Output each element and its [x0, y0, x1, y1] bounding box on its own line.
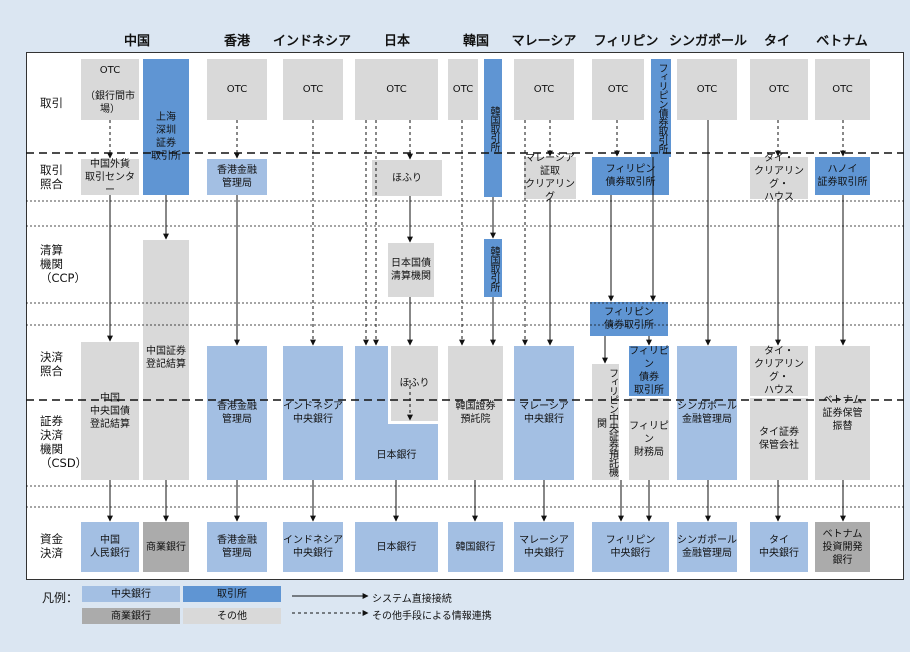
ph-exchange-tall-box: フィリピン債券取引所 — [651, 59, 671, 157]
th-tsd-box: タイ証券 保管会社 — [750, 398, 808, 480]
th-settlement-matching-box: タイ・ クリアリング・ ハウス — [750, 346, 808, 396]
jp-otc-box: OTC — [355, 59, 438, 120]
ph-pdtc-box: フィリピン中央証券預託機関 — [592, 364, 619, 480]
th-matching-box: タイ・ クリアリング・ ハウス — [750, 153, 808, 203]
cn-csdc-box: 中国証券 登記結算 — [143, 240, 189, 480]
my-clearing-box: マレーシア 証取 クリアリング — [524, 153, 576, 203]
cn-exchange-box: 上海 深圳 証券 取引所 — [143, 59, 189, 195]
th-otc-box: OTC — [750, 59, 808, 120]
cn-otc-box: OTC （銀行間市場） — [81, 59, 139, 120]
row-label-csd: 証券 決済 機関 （CSD） — [40, 414, 88, 470]
vn-vsd-box: ベトナム 証券保管 振替 — [815, 346, 870, 480]
ph-treasury-box: フィリピン 財務局 — [629, 398, 669, 480]
direct-arrows — [107, 120, 846, 522]
header-hongkong: 香港 — [223, 34, 250, 49]
header-malaysia: マレーシア — [511, 34, 577, 49]
header-thailand: タイ — [763, 34, 790, 49]
ph-otc-box: OTC — [592, 59, 644, 120]
cn-pboc-box: 中国 人民銀行 — [81, 522, 139, 572]
kr-ksd-box: 韓国證券 預託院 — [448, 346, 503, 480]
id-cash-box: インドネシア 中央銀行 — [283, 522, 343, 572]
row-label-trade-matching: 取引 照合 — [40, 163, 63, 191]
hk-cash-box: 香港金融 管理局 — [207, 522, 267, 572]
row-label-settlement-matching: 決済 照合 — [40, 350, 63, 378]
legend-central-bank: 中央銀行 — [82, 586, 180, 602]
my-otc-box: OTC — [514, 59, 574, 120]
header-china: 中国 — [123, 34, 150, 49]
hk-matching-box: 香港金融 管理局 — [207, 159, 267, 195]
indirect-arrows — [107, 120, 846, 421]
kr-otc-box: OTC — [448, 59, 478, 120]
vn-cash-box: ベトナム 投資開発 銀行 — [815, 522, 870, 572]
hk-otc-box: OTC — [207, 59, 267, 120]
cn-cfets-box: 中国外貨 取引センター — [81, 159, 139, 196]
cn-ccdc-box: 中国 中央国債 登記結算 — [81, 342, 139, 480]
ph-cash-box: フィリピン 中央銀行 — [592, 522, 669, 572]
jp-cash-box: 日本銀行 — [355, 522, 438, 572]
jp-hofuri-matching-box: ほふり — [372, 160, 442, 196]
id-csd-box: インドネシア 中央銀行 — [283, 346, 343, 480]
jp-hofuri-settlement-box: ほふり — [388, 346, 438, 424]
legend-title: 凡例： — [42, 591, 79, 605]
sg-cash-box: シンガポール 金融管理局 — [677, 522, 737, 572]
my-csd-box: マレーシア 中央銀行 — [514, 346, 574, 480]
my-cash-box: マレーシア 中央銀行 — [514, 522, 574, 572]
vn-matching-box: ハノイ 証券取引所 — [815, 157, 870, 195]
header-vietnam: ベトナム — [816, 34, 868, 49]
jp-jscc-box: 日本国債 清算機関 — [388, 243, 434, 297]
sg-csd-box: シンガポール 金融管理局 — [677, 346, 737, 480]
header-philippines: フィリピン — [593, 34, 659, 49]
legend-other: その他 — [183, 608, 281, 624]
th-cash-box: タイ 中央銀行 — [750, 522, 808, 572]
header-singapore: シンガポール — [668, 34, 747, 49]
id-otc-box: OTC — [283, 59, 343, 120]
row-label-trading: 取引 — [40, 96, 63, 110]
header-korea: 韓国 — [462, 34, 489, 49]
cn-commercial-bank-box: 商業銀行 — [143, 522, 189, 572]
kr-ccp-box: 韓国取引所 — [484, 239, 502, 297]
hk-csd-box: 香港金融 管理局 — [207, 346, 267, 480]
row-separators — [26, 152, 904, 508]
vn-otc-box: OTC — [815, 59, 870, 120]
legend-indirect-label: その他手段による情報連携 — [372, 611, 492, 622]
ph-settlement-exchange-box: フィリピン 債券 取引所 — [629, 346, 669, 396]
row-label-ccp: 清算 機関 （CCP） — [40, 243, 86, 285]
ph-settlement-matching-box: フィリピン 債券取引所 — [590, 302, 668, 336]
legend-commercial-bank: 商業銀行 — [82, 608, 180, 624]
legend-direct-label: システム直接接続 — [372, 594, 452, 605]
sg-otc-box: OTC — [677, 59, 737, 120]
legend-exchange: 取引所 — [183, 586, 281, 602]
kr-cash-box: 韓国銀行 — [448, 522, 503, 572]
kr-exchange-box: 韓国取引所 — [484, 59, 502, 197]
header-indonesia: インドネシア — [272, 34, 351, 49]
row-label-cash-settlement: 資金 決済 — [40, 532, 63, 560]
ph-matching-box: フィリピン 債券取引所 — [592, 157, 669, 195]
header-japan: 日本 — [383, 34, 410, 49]
